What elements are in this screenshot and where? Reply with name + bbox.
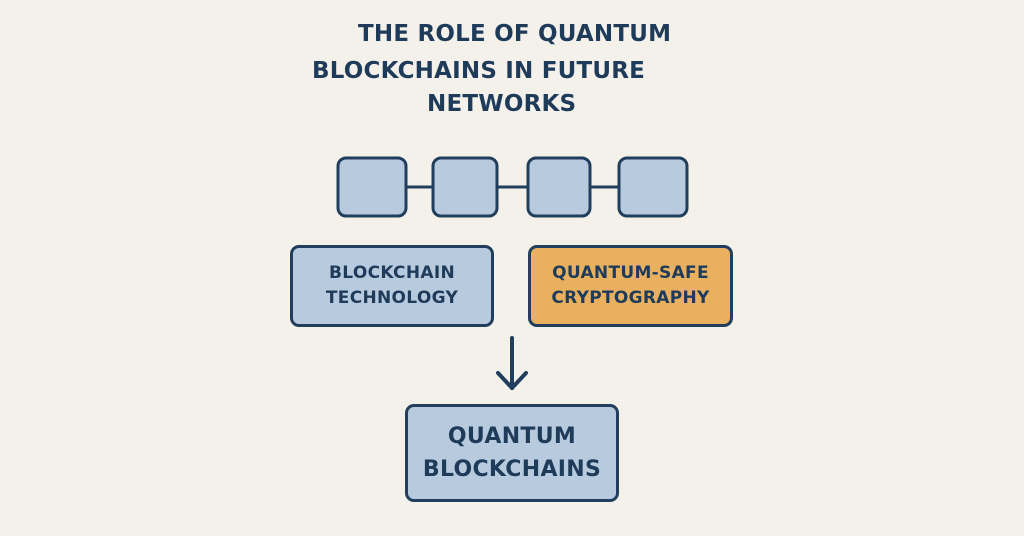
blockchain-technology-box: BLOCKCHAIN TECHNOLOGY bbox=[290, 245, 494, 327]
chain-block-4 bbox=[617, 156, 689, 218]
title-line-2: BLOCKCHAINS IN FUTURE bbox=[312, 58, 646, 84]
down-arrow-icon bbox=[496, 336, 528, 390]
blockchain-technology-label-line-1: BLOCKCHAIN bbox=[329, 263, 455, 283]
title-line-1: THE ROLE OF QUANTUM bbox=[358, 21, 672, 47]
quantum-blockchains-label-line-2: BLOCKCHAINS bbox=[422, 457, 602, 482]
quantum-safe-label-line-1: QUANTUM-SAFE bbox=[552, 263, 709, 283]
chain-block-2 bbox=[431, 156, 499, 218]
blockchain-technology-label-line-2: TECHNOLOGY bbox=[325, 288, 459, 308]
chain-block-1 bbox=[336, 156, 408, 218]
chain-block-3 bbox=[526, 156, 592, 218]
quantum-blockchains-box: QUANTUM BLOCKCHAINS bbox=[405, 404, 619, 502]
title-line-3: NETWORKS bbox=[427, 91, 577, 117]
quantum-safe-label-line-2: CRYPTOGRAPHY bbox=[551, 288, 710, 308]
quantum-blockchains-label-line-1: QUANTUM bbox=[447, 424, 577, 449]
quantum-safe-cryptography-box: QUANTUM-SAFE CRYPTOGRAPHY bbox=[528, 245, 733, 327]
